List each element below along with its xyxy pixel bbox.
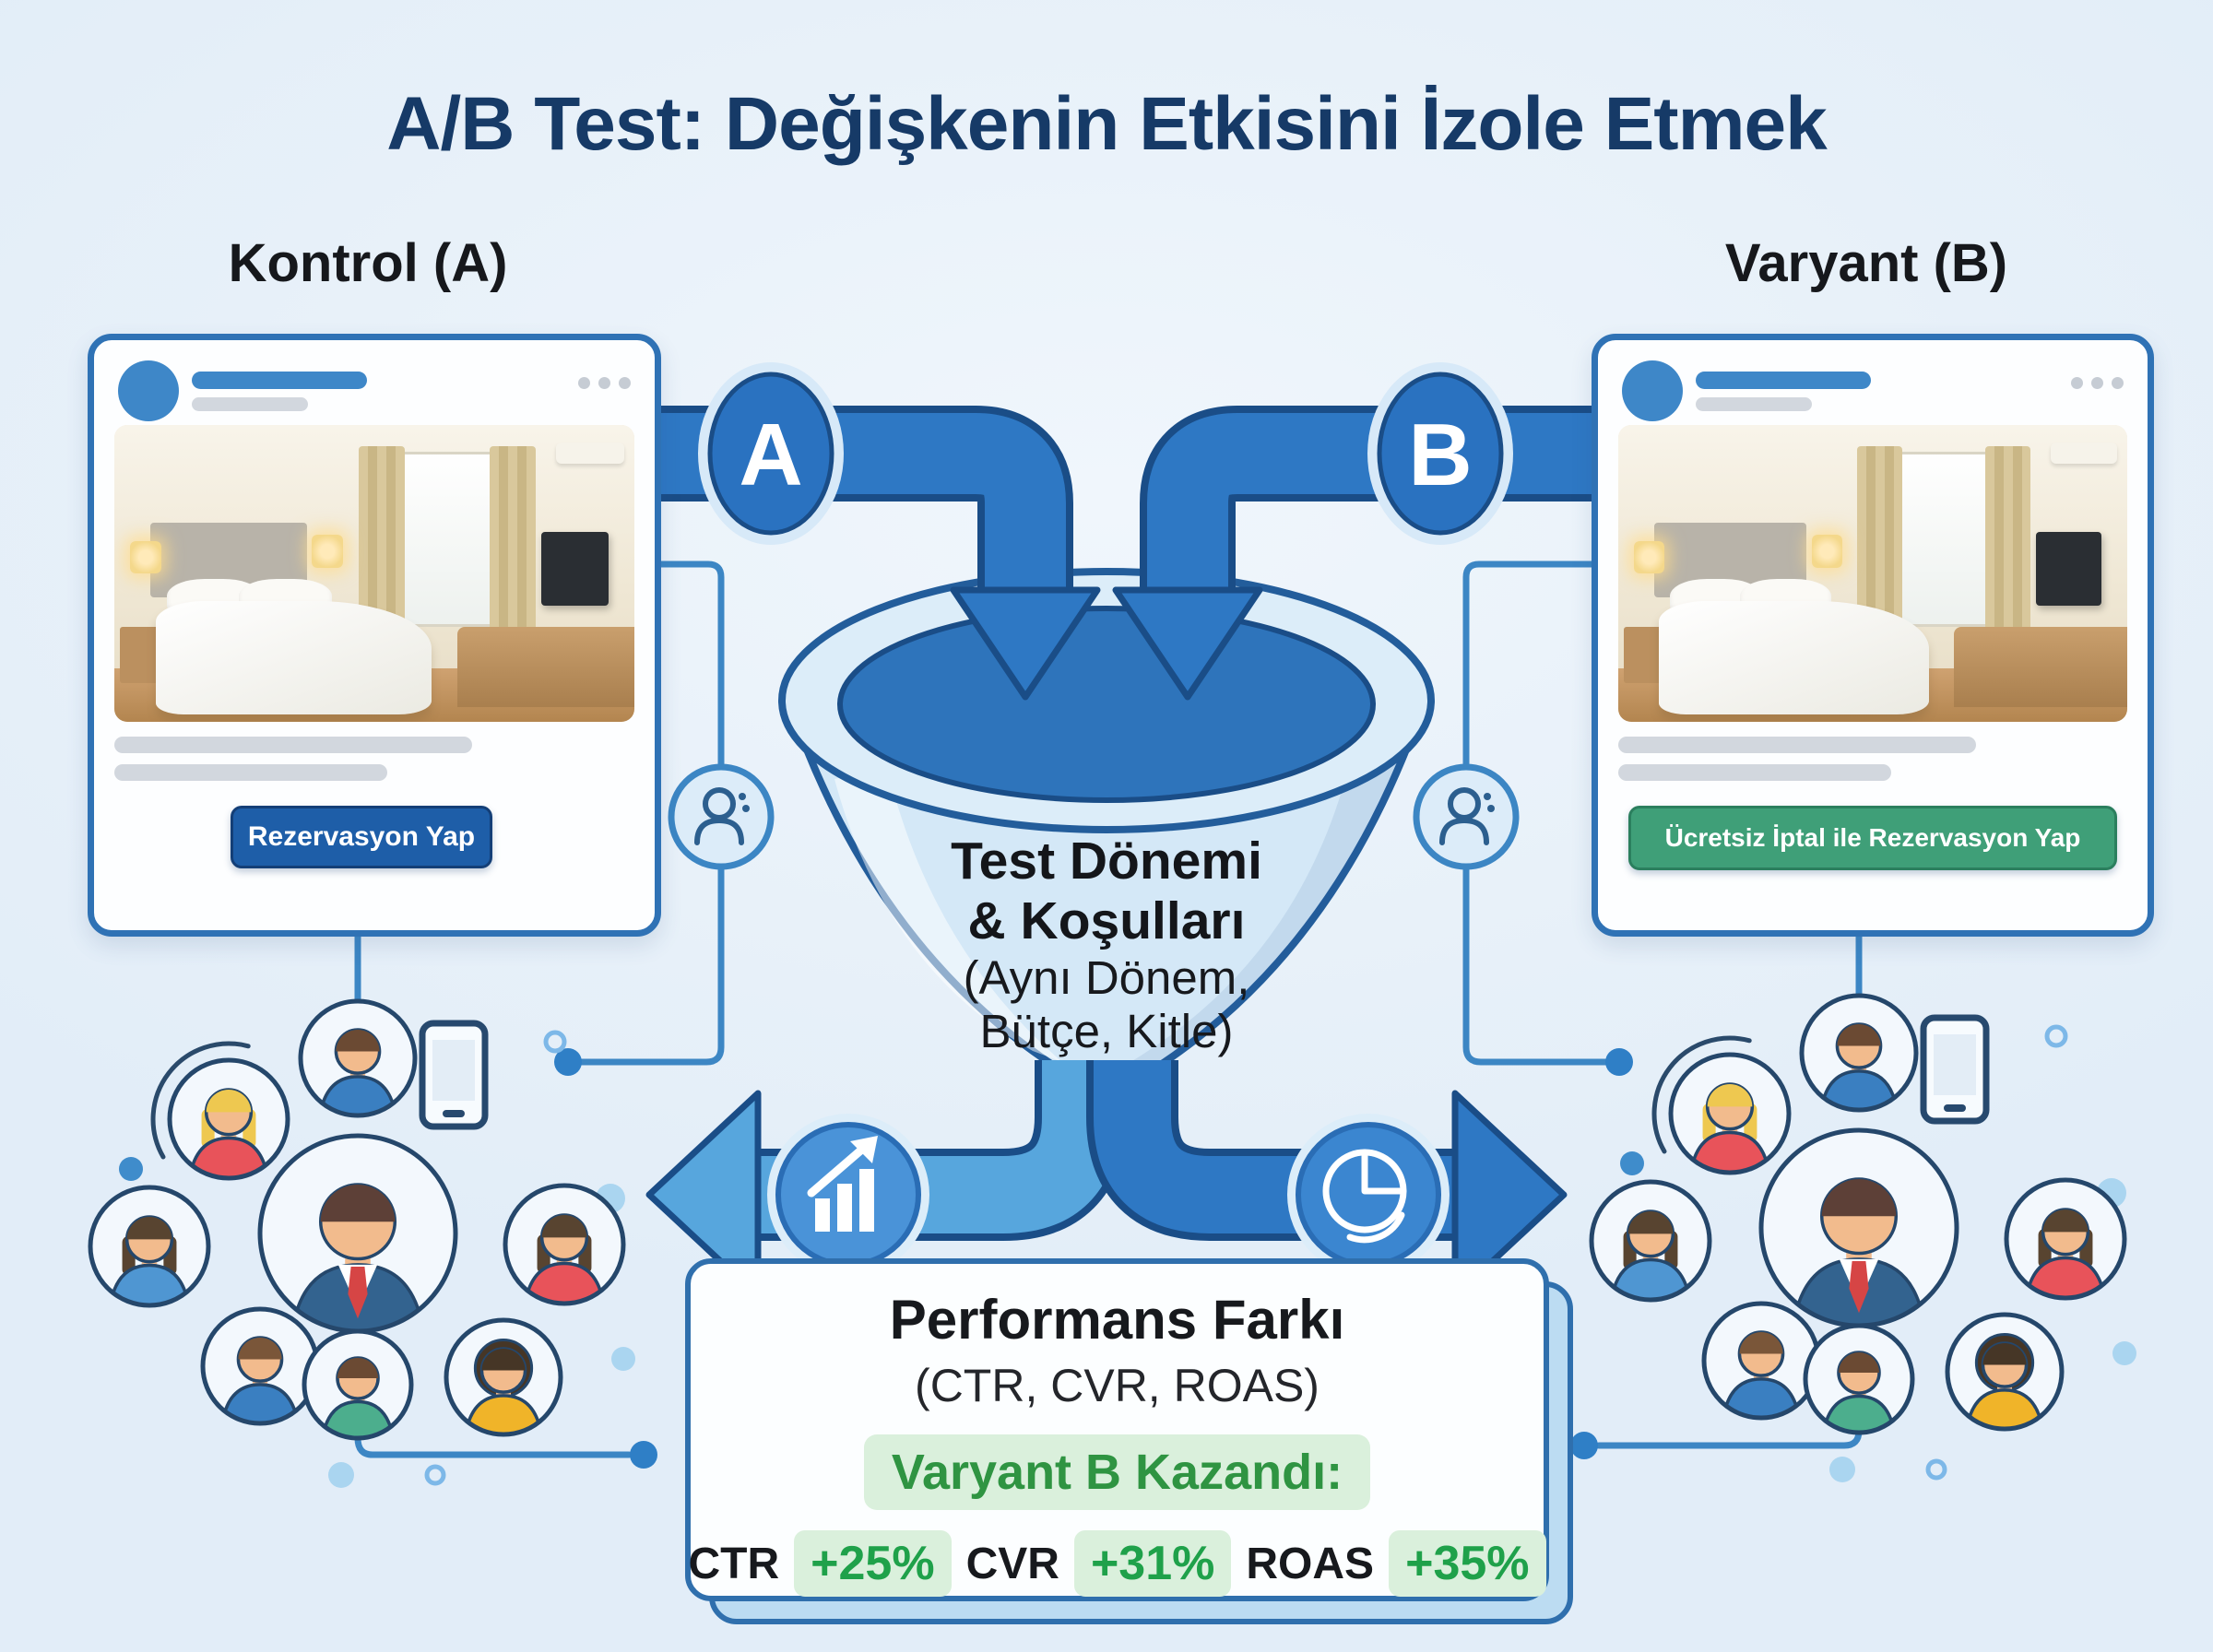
funnel-highlight [834,767,1062,1062]
phone-icon [1920,1014,1990,1125]
ad-card-variant: Ücretsiz İptal ile Rezervasyon Yap [1592,334,2154,937]
person-badge-icon-left [668,763,775,870]
audience-avatar-top [298,998,418,1118]
audience-avatar-center [1758,1127,1959,1328]
subtitle-placeholder-bar [192,397,308,411]
split-arrow-left [645,1060,1127,1300]
funnel-rim-inner [837,606,1376,803]
connector-dot-a-results [630,1441,657,1469]
audience-avatar-bottom-left [1701,1301,1821,1421]
ad-card-control: Rezervasyon Yap [88,334,661,937]
audience-cluster-b [1589,993,2136,1482]
funnel-line-4: Bütçe, Kitle) [979,1005,1234,1058]
connector-audience-a-results [354,1431,633,1458]
funnel-shade [1121,708,1422,1068]
page-title: A/B Test: Değişkenin Etkisini İzole Etme… [386,82,1827,166]
name-placeholder-bar [192,372,367,389]
connector-dot-a-loop [554,1048,582,1076]
split-arrow-right [1086,1060,1568,1300]
audience-avatar-bottom [302,1328,414,1441]
phone-icon [419,1020,489,1130]
badge-a-letter: A [739,406,802,504]
decor-dot [543,1030,567,1054]
control-heading: Kontrol (A) [228,233,508,293]
funnel-line-2: & Koşulları [967,891,1246,950]
decor-dot [424,1464,446,1486]
decor-arc [150,1041,251,1160]
winner-badge: Varyant B Kazandı: [863,1434,1371,1510]
audience-avatar-top [1799,993,1919,1113]
funnel-line-1: Test Dönemi [951,832,1262,891]
reservation-button[interactable]: Rezervasyon Yap [231,806,492,868]
body-placeholder-bar [114,764,387,781]
badge-b-letter: B [1408,406,1472,504]
decor-dot [119,1157,143,1181]
audience-avatar-left [88,1185,211,1308]
metric-label-roas: ROAS [1246,1539,1375,1588]
hotel-room-image [114,425,634,722]
audience-avatar-bottom-right [1945,1312,2065,1432]
avatar [118,360,179,421]
decor-dot [2112,1341,2136,1365]
ellipsis-icon[interactable] [2071,377,2124,389]
name-placeholder-bar [1696,372,1871,389]
pie-chart-icon [1287,1114,1450,1276]
audience-avatar-bottom-left [200,1306,320,1426]
performance-subtitle: (CTR, CVR, ROAS) [915,1360,1320,1411]
audience-avatar-right [2004,1177,2127,1301]
audience-avatar-top-left [1668,1052,1792,1175]
hotel-room-image [1618,425,2127,722]
audience-avatar-center [257,1133,458,1334]
audience-avatar-bottom [1803,1323,1915,1435]
decor-dot [1620,1151,1644,1175]
connector-audience-b-results [1595,1425,1863,1449]
badge-a: A [698,362,844,545]
decor-dot [2044,1024,2068,1048]
metric-value-ctr: +25% [794,1530,952,1597]
audience-avatar-top-left [167,1057,290,1181]
body-placeholder-bar [1618,764,1891,781]
badge-b: B [1367,362,1513,545]
arrow-a [645,406,1101,701]
audience-avatar-bottom-right [444,1317,563,1437]
funnel-line-3: (Aynı Dönem, [963,950,1250,1004]
performance-box: Performans Farkı (CTR, CVR, ROAS) Varyan… [685,1258,1549,1601]
decor-dot [611,1347,635,1371]
decor-arc [1651,1035,1752,1154]
metrics-row: CTR +25% CVR +31% ROAS +35% [688,1530,1546,1597]
ellipsis-icon[interactable] [578,377,631,389]
variant-heading: Varyant (B) [1724,233,2008,293]
decor-dot [1829,1457,1855,1482]
subtitle-placeholder-bar [1696,397,1812,411]
connector-dot-b-results [1570,1432,1598,1459]
audience-avatar-right [503,1183,626,1306]
body-placeholder-bar [114,737,472,753]
decor-dot [328,1462,354,1488]
audience-avatar-left [1589,1179,1712,1303]
person-badge-icon-right [1413,763,1520,870]
performance-title: Performans Farkı [889,1289,1345,1351]
metric-label-cvr: CVR [965,1539,1059,1588]
bar-chart-icon [767,1114,929,1276]
audience-cluster-a [88,998,635,1488]
metric-label-ctr: CTR [688,1539,780,1588]
metric-value-roas: +35% [1389,1530,1546,1597]
decor-dot [1925,1458,1947,1481]
arrow-b [1112,406,1595,701]
avatar [1622,360,1683,421]
body-placeholder-bar [1618,737,1976,753]
funnel-label: Test Dönemi & Koşulları (Aynı Dönem, Büt… [830,832,1383,1058]
connector-dot-b-loop [1605,1048,1633,1076]
metric-value-cvr: +31% [1073,1530,1232,1597]
free-cancel-reservation-button[interactable]: Ücretsiz İptal ile Rezervasyon Yap [1628,806,2117,870]
